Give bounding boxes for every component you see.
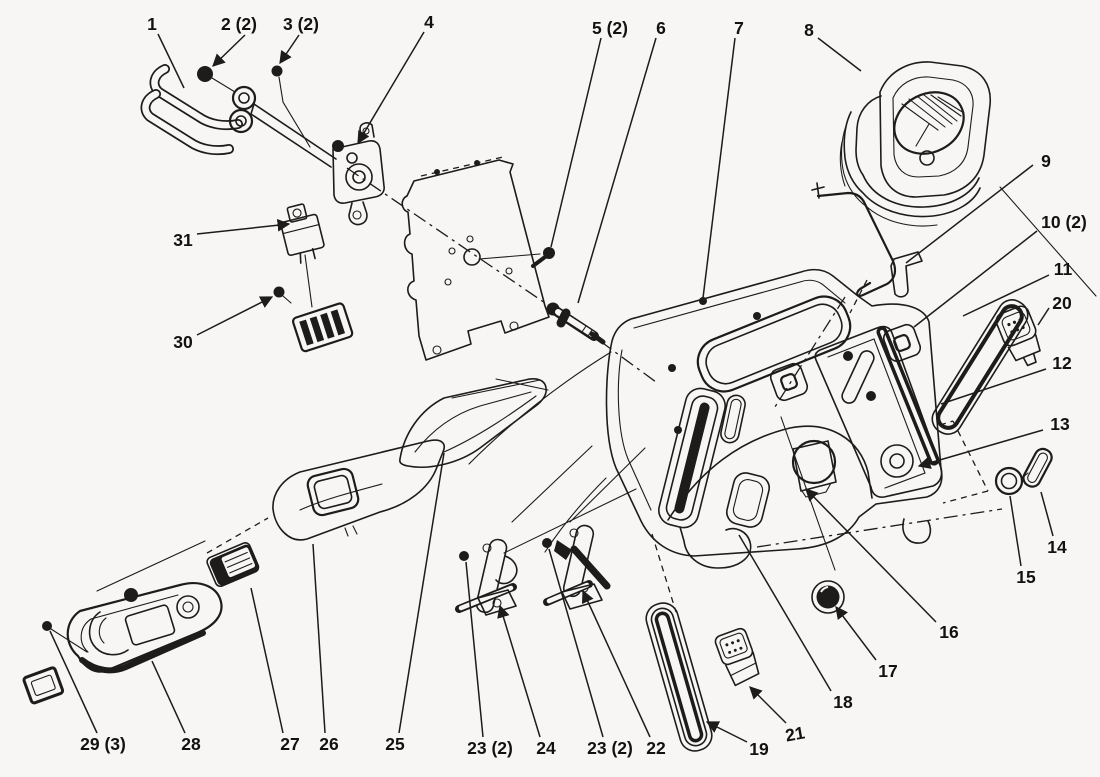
part-10-graphic xyxy=(882,323,922,363)
part-5-graphic xyxy=(531,247,555,268)
part-15-graphic xyxy=(994,466,1024,496)
part-4-graphic xyxy=(332,122,385,226)
callout-layer: 1 2 (2) 3 (2) 4 5 (2) 6 7 8 9 10 (2) 11 20 12 13 14 15 1… xyxy=(49,12,1087,759)
callout-20-label: 20 xyxy=(1052,293,1072,313)
callout-30-leader xyxy=(196,296,274,336)
callout-17-leader xyxy=(835,605,877,661)
callout-4-leader xyxy=(357,31,425,145)
callout-12-label: 12 xyxy=(1052,353,1072,373)
part-17-graphic xyxy=(811,580,845,614)
callout-25-leader xyxy=(398,452,445,734)
callout-11-leader xyxy=(962,274,1050,317)
callout-14-label: 14 xyxy=(1047,537,1067,557)
callout-19-label: 19 xyxy=(749,739,769,759)
callout-25-label: 25 xyxy=(385,734,405,754)
part-14-link-line xyxy=(1021,472,1029,479)
callout-8-label: 8 xyxy=(804,20,814,40)
part-30-graphic xyxy=(273,286,354,353)
callout-1-leader xyxy=(157,33,185,89)
callout-9-label: 9 xyxy=(1041,151,1051,171)
callout-3-2-leader xyxy=(279,34,300,65)
callout-16-label: 16 xyxy=(939,622,959,642)
part-29-graphic xyxy=(22,621,65,705)
callout-17-label: 17 xyxy=(878,661,897,681)
callout-23-2-leader xyxy=(465,561,484,738)
callout-26-label: 26 xyxy=(319,734,339,754)
callout-20-leader xyxy=(1037,307,1050,326)
part-19-graphic xyxy=(645,602,713,752)
console-graphic xyxy=(605,251,943,569)
callout-1-label: 1 xyxy=(147,14,157,34)
callout-11-label: 11 xyxy=(1054,259,1073,279)
callout-8-leader xyxy=(817,37,862,72)
latch-left-graphic xyxy=(455,538,518,616)
callout-18-label: 18 xyxy=(833,692,853,712)
callout-21-leader xyxy=(749,686,787,724)
part-12-graphic xyxy=(931,299,1029,435)
part-6-graphic xyxy=(546,302,606,345)
callout-22-leader xyxy=(581,589,651,738)
part-3-graphic xyxy=(271,65,311,148)
part-20-graphic xyxy=(995,305,1041,367)
callout-12-leader xyxy=(940,368,1047,405)
callout-15-label: 15 xyxy=(1016,567,1036,587)
callout-7-label: 7 xyxy=(734,18,744,38)
part-1-graphic xyxy=(140,64,337,168)
callout-31-label: 31 xyxy=(173,230,193,250)
part-9-graphic xyxy=(811,182,897,297)
callout-13-label: 13 xyxy=(1050,414,1070,434)
callout-31-leader xyxy=(196,218,291,235)
part-28-graphic xyxy=(66,582,223,674)
callout-23-2-label: 23 (2) xyxy=(587,738,633,758)
part-25-graphic xyxy=(399,378,549,468)
callout-4-label: 4 xyxy=(424,12,434,32)
callout-15-leader xyxy=(1009,495,1022,567)
callout-6-label: 6 xyxy=(656,18,666,38)
callout-14-leader xyxy=(1040,491,1054,537)
callout-23-2-leader xyxy=(548,548,604,738)
callout-30-label: 30 xyxy=(173,332,193,352)
callout-28-label: 28 xyxy=(181,734,201,754)
part-8-graphic xyxy=(839,61,991,227)
callout-28-leader xyxy=(151,660,186,734)
callout-10-2-label: 10 (2) xyxy=(1041,212,1087,232)
callout-16-leader xyxy=(805,488,937,623)
part-16-graphic xyxy=(791,439,837,498)
part-2-graphic xyxy=(197,66,236,93)
callout-24-label: 24 xyxy=(536,738,556,758)
callout-23-2-label: 23 (2) xyxy=(467,738,513,758)
callout-3-2-label: 3 (2) xyxy=(283,14,319,34)
callout-5-2-label: 5 (2) xyxy=(592,18,628,38)
part-26-graphic xyxy=(272,439,445,541)
callout-2-2-label: 2 (2) xyxy=(221,14,257,34)
callout-5-2-leader xyxy=(550,37,602,248)
callout-21-label: 21 xyxy=(784,722,807,745)
callout-29-3-label: 29 (3) xyxy=(80,734,126,754)
callout-13-leader xyxy=(917,429,1044,469)
callout-24-leader xyxy=(497,604,541,738)
callout-27-label: 27 xyxy=(280,734,299,754)
callout-29-3-leader xyxy=(49,630,98,734)
callout-22-label: 22 xyxy=(646,738,666,758)
callout-26-leader xyxy=(312,543,326,734)
callout-6-leader xyxy=(577,37,657,304)
part-21-graphic xyxy=(714,627,760,687)
callout-18-leader xyxy=(738,534,832,692)
part-31-graphic xyxy=(280,203,325,264)
callout-10-2-leader xyxy=(913,230,1038,328)
callout-19-leader xyxy=(705,721,748,743)
callout-2-2-leader xyxy=(212,34,246,67)
mounting-bracket-graphic xyxy=(401,156,550,361)
callout-9-leader xyxy=(905,164,1034,264)
latch-right-graphic xyxy=(542,524,611,610)
callout-7-leader xyxy=(702,37,736,299)
part-14-graphic xyxy=(1022,447,1053,488)
callout-27-leader xyxy=(250,587,284,734)
part-27-graphic xyxy=(206,542,260,588)
